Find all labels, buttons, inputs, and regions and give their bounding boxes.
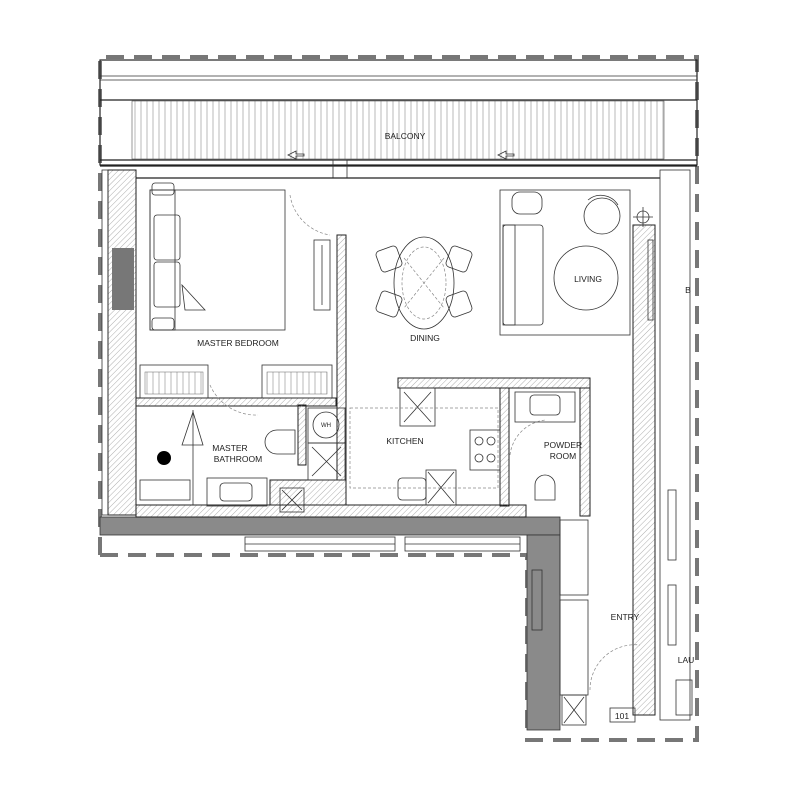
room-label-entry: ENTRY <box>611 612 640 622</box>
dining-area: DINING <box>375 236 473 343</box>
floor-drain <box>157 451 171 465</box>
unit-number-tag <box>609 707 636 723</box>
armchair <box>583 197 621 235</box>
room-label-master-bedroom: MASTER BEDROOM <box>197 338 279 348</box>
wardrobe <box>139 364 209 399</box>
pillow <box>153 261 181 308</box>
cooktop <box>469 429 501 471</box>
tv-console <box>313 239 331 311</box>
room-label-dining: DINING <box>410 333 440 343</box>
bottom-windows <box>244 536 521 552</box>
sliding-door-frame <box>332 159 348 179</box>
master-bathroom: WH MASTER BATHROOM <box>139 407 346 513</box>
room-label-master-bathroom-line2: BATHROOM <box>214 454 262 464</box>
rug <box>499 189 631 336</box>
powder-room: POWDER ROOM <box>509 391 582 501</box>
sofa <box>502 224 544 326</box>
sink <box>529 394 561 416</box>
balcony-area: BALCONY <box>99 59 698 179</box>
water-heater-label: WH <box>321 423 331 429</box>
sink <box>219 482 253 502</box>
shower-head <box>181 410 204 446</box>
sliding-arrow-icon <box>287 150 305 160</box>
closet <box>559 519 589 596</box>
water-heater <box>312 411 340 439</box>
master-bedroom: MASTER BEDROOM <box>139 182 333 416</box>
nightstand <box>151 182 175 196</box>
vanity <box>514 391 576 423</box>
room-label-powder-room-line2: ROOM <box>550 451 576 461</box>
sliding-arrow-icon <box>497 150 515 160</box>
room-label-living: LIVING <box>574 274 602 284</box>
kitchen-sink <box>397 477 427 501</box>
coffee-table <box>553 245 619 311</box>
room-label-balcony: BALCONY <box>385 131 426 141</box>
side-table <box>511 191 543 215</box>
unit-number: 101 <box>615 711 629 721</box>
tv-panel <box>647 239 654 321</box>
toilet <box>534 474 556 501</box>
walls <box>99 169 691 731</box>
kitchen-area: KITCHEN <box>349 387 501 506</box>
room-label-laundry-partial: LAU <box>678 655 695 665</box>
room-label-master-bathroom-line1: MASTER <box>212 443 247 453</box>
fridge <box>399 387 436 427</box>
dining-chairs <box>375 245 473 318</box>
room-label-partial-right: B <box>685 285 691 295</box>
room-label-kitchen: KITCHEN <box>386 436 423 446</box>
entry-area: ENTRY 101 B LAU <box>531 285 695 726</box>
nightstand <box>151 317 175 331</box>
wardrobe <box>261 364 333 399</box>
pillow <box>153 214 181 261</box>
property-boundary <box>98 55 699 742</box>
room-label-powder-room-line1: POWDER <box>544 440 582 450</box>
dining-table <box>393 236 455 330</box>
living-area: LIVING <box>499 189 654 336</box>
bench <box>139 479 191 501</box>
closet <box>559 599 589 696</box>
vanity <box>206 477 268 507</box>
toilet <box>264 429 296 455</box>
